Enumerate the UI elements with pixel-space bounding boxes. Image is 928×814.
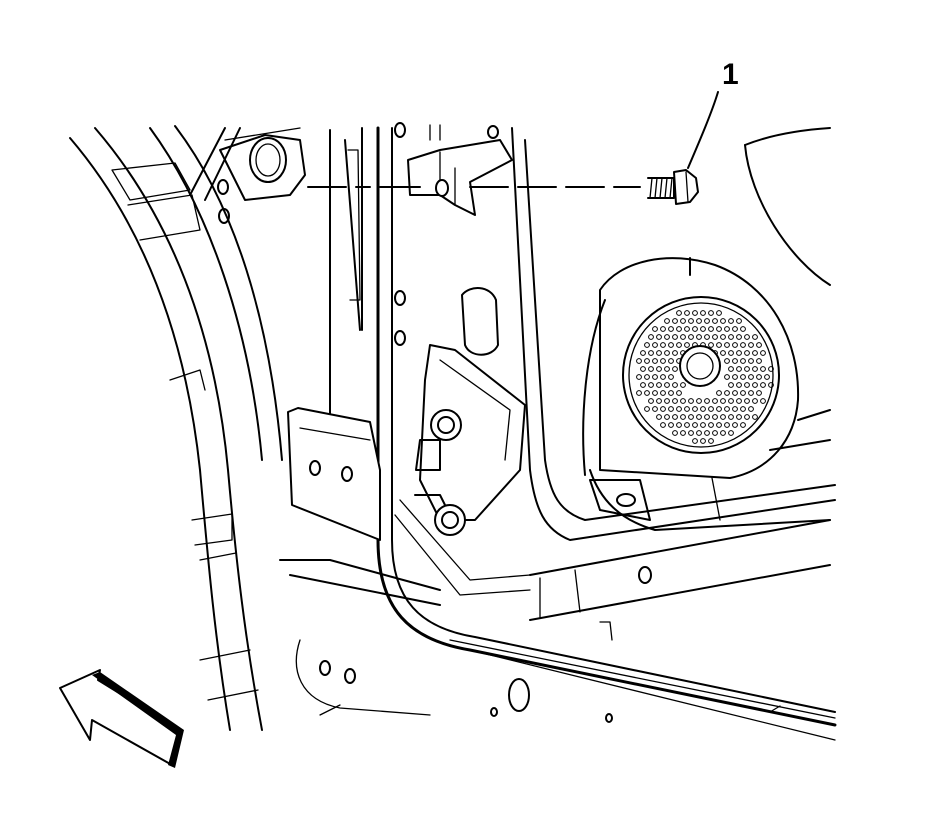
lower-hinge — [394, 287, 531, 596]
hinge-bolt-lower — [414, 494, 466, 536]
bolt — [647, 169, 699, 205]
door-speaker — [582, 127, 831, 531]
callout-label-1: 1 — [722, 58, 739, 91]
body-pillar — [69, 125, 301, 731]
hinge-bolt-upper — [415, 409, 462, 471]
forward-direction-arrow — [59, 669, 184, 768]
upper-bracket — [407, 139, 513, 216]
door-frame — [295, 126, 837, 741]
speaker-grille — [636, 310, 774, 444]
callout-1: 1 — [687, 58, 739, 169]
rocker-panel — [279, 407, 831, 621]
